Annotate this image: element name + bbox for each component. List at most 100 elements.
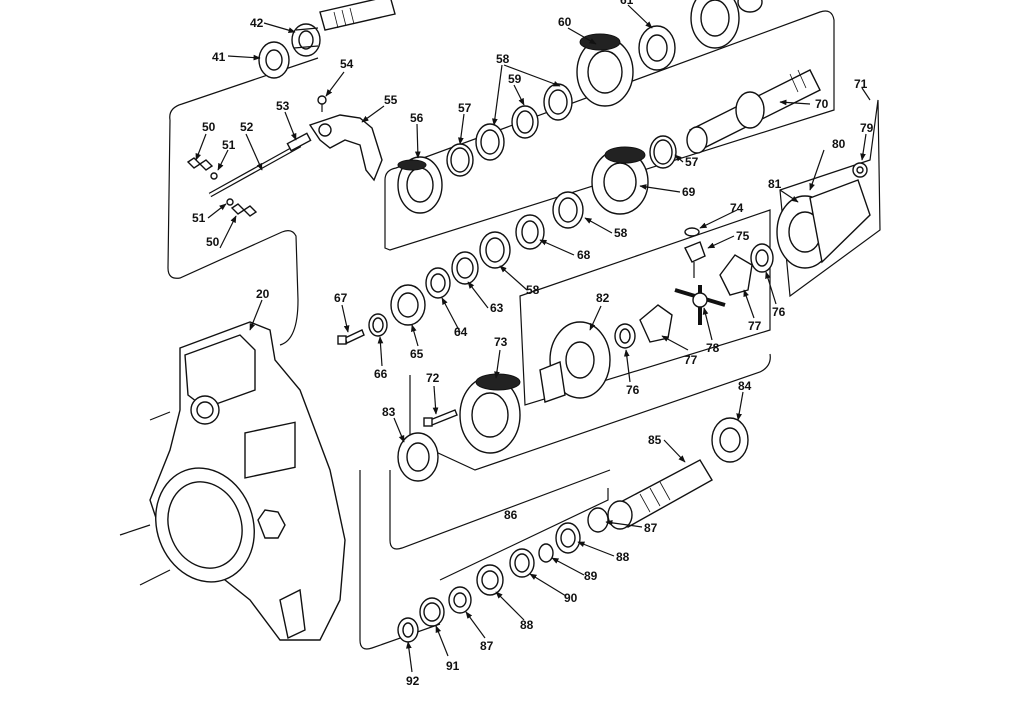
callout-77-left: 77 bbox=[684, 353, 698, 367]
transmission-housing bbox=[119, 321, 346, 641]
callout-77-right: 77 bbox=[748, 319, 762, 333]
cup-88a bbox=[555, 522, 581, 554]
callout-58-top: 58 bbox=[496, 52, 510, 66]
callout-88-left: 88 bbox=[520, 618, 534, 632]
needle-bearing-58b bbox=[543, 83, 573, 121]
side-gear-77b bbox=[639, 304, 673, 343]
group-outline-upper bbox=[167, 57, 319, 346]
bearing-42 bbox=[291, 23, 321, 57]
spacer-89 bbox=[538, 543, 554, 563]
callout-74: 74 bbox=[730, 201, 744, 215]
callout-51-lower: 51 bbox=[192, 211, 206, 225]
callout-76-right: 76 bbox=[772, 305, 786, 319]
group-outline-diff-case bbox=[519, 209, 771, 406]
callout-81: 81 bbox=[768, 177, 782, 191]
shift-rail-assembly bbox=[186, 132, 312, 217]
callout-50-upper: 50 bbox=[202, 120, 216, 134]
group-outline-lower bbox=[439, 488, 609, 581]
callout-65: 65 bbox=[410, 347, 424, 361]
bearing-84 bbox=[711, 417, 749, 463]
needle-bearing-58a bbox=[475, 123, 505, 161]
gear-69 bbox=[591, 146, 649, 215]
snap-ring-57b bbox=[649, 135, 677, 169]
bearing-41 bbox=[258, 41, 290, 79]
callout-20: 20 bbox=[256, 287, 270, 301]
diff-case-81 bbox=[776, 179, 871, 269]
callout-42: 42 bbox=[250, 16, 264, 30]
callout-79: 79 bbox=[860, 121, 874, 135]
callout-51-upper: 51 bbox=[222, 138, 236, 152]
diff-carrier-82 bbox=[539, 321, 611, 403]
callout-71: 71 bbox=[854, 77, 868, 91]
cup-88b bbox=[476, 564, 504, 596]
callout-85: 85 bbox=[648, 433, 662, 447]
callout-92: 92 bbox=[406, 674, 420, 688]
callout-75: 75 bbox=[736, 229, 750, 243]
group-outline-output bbox=[409, 353, 771, 471]
leader-lines bbox=[195, 4, 871, 673]
bearing-cup-65 bbox=[390, 284, 426, 326]
group-outline-input-shaft bbox=[384, 10, 835, 251]
callout-80: 80 bbox=[832, 137, 846, 151]
callout-68-upper: 68 bbox=[577, 248, 591, 262]
callout-56: 56 bbox=[410, 111, 424, 125]
callout-41: 41 bbox=[212, 50, 226, 64]
washer-63 bbox=[451, 251, 479, 285]
seal-91 bbox=[419, 597, 445, 627]
callout-58-mid: 58 bbox=[614, 226, 628, 240]
gear-60 bbox=[576, 33, 634, 107]
needle-bearing-58d bbox=[479, 231, 511, 269]
callout-70: 70 bbox=[815, 97, 829, 111]
callout-86: 86 bbox=[504, 508, 518, 522]
washer-74 bbox=[684, 227, 700, 237]
gear-top-right bbox=[690, 0, 763, 49]
bushing-68 bbox=[515, 214, 545, 250]
bolt-72 bbox=[423, 409, 458, 427]
callout-52: 52 bbox=[240, 120, 254, 134]
callout-67: 67 bbox=[334, 291, 348, 305]
callout-64: 64 bbox=[454, 325, 468, 339]
bearing-64 bbox=[425, 267, 451, 299]
bolt-67 bbox=[337, 329, 365, 345]
bearing-87b bbox=[448, 586, 472, 614]
callout-54: 54 bbox=[340, 57, 354, 71]
top-shaft bbox=[319, 0, 396, 31]
callout-76-left: 76 bbox=[626, 383, 640, 397]
callout-60: 60 bbox=[558, 15, 572, 29]
bearing-83 bbox=[397, 432, 439, 482]
callout-89: 89 bbox=[584, 569, 598, 583]
nut-79 bbox=[852, 162, 868, 178]
shift-fork bbox=[308, 95, 383, 182]
callout-63: 63 bbox=[490, 301, 504, 315]
callout-58-low: 58 bbox=[526, 283, 540, 297]
group-outline-bearing bbox=[389, 469, 611, 550]
callout-61: 61 bbox=[620, 0, 634, 7]
cup-90 bbox=[509, 548, 535, 578]
spacer-59 bbox=[511, 105, 539, 139]
callout-83: 83 bbox=[382, 405, 396, 419]
group-outline-left bbox=[359, 470, 441, 650]
callout-labels: 20 41 42 50 50 51 51 52 53 54 55 56 57 5… bbox=[192, 0, 874, 688]
callout-69: 69 bbox=[682, 185, 696, 199]
callout-66: 66 bbox=[374, 367, 388, 381]
callout-90: 90 bbox=[564, 591, 578, 605]
retainer-66 bbox=[368, 313, 388, 337]
washer-76b bbox=[614, 323, 636, 349]
callout-84: 84 bbox=[738, 379, 752, 393]
callout-50-lower: 50 bbox=[206, 235, 220, 249]
callout-55: 55 bbox=[384, 93, 398, 107]
pinion-75 bbox=[684, 241, 706, 278]
callout-57-upper: 57 bbox=[458, 101, 472, 115]
callout-87-right: 87 bbox=[644, 521, 658, 535]
callout-59: 59 bbox=[508, 72, 522, 86]
pinion-shaft-85 bbox=[607, 459, 713, 530]
bushing-61 bbox=[638, 25, 676, 71]
ring-gear-73 bbox=[459, 373, 521, 454]
washer-92 bbox=[397, 617, 419, 643]
main-shaft-70 bbox=[686, 69, 821, 154]
callout-72: 72 bbox=[426, 371, 440, 385]
spider-78 bbox=[674, 285, 726, 325]
callout-91: 91 bbox=[446, 659, 460, 673]
